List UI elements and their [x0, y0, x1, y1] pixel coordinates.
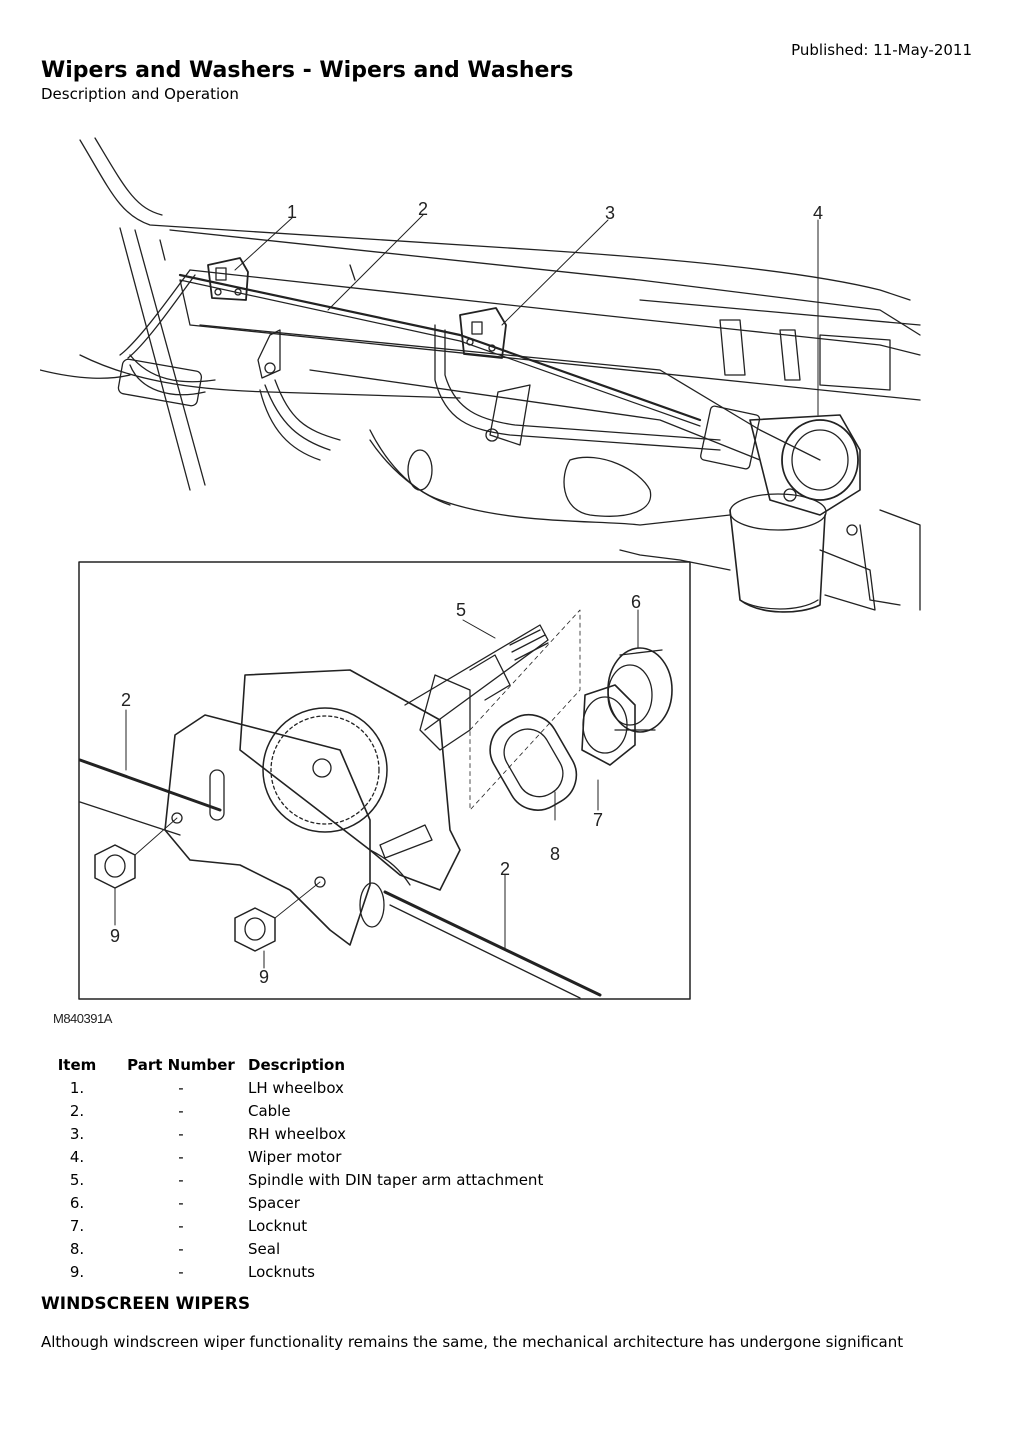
column-header-description: Description: [248, 1055, 346, 1074]
callout-label: 9: [110, 926, 120, 946]
description-cell: Spindle with DIN taper arm attachment: [248, 1170, 544, 1189]
part-cell: -: [178, 1239, 184, 1258]
wiring-harness: [117, 354, 731, 526]
item-cell: 5.: [69, 1170, 85, 1189]
description-cell: Cable: [248, 1101, 291, 1120]
figure-id: M840391A: [53, 1011, 112, 1026]
description-cell: Wiper motor: [248, 1147, 342, 1166]
table-row: 7. - Locknut: [40, 1214, 543, 1237]
description-cell: Locknut: [248, 1216, 308, 1235]
table-row: 3. - RH wheelbox: [40, 1122, 543, 1145]
item-cell: 4.: [69, 1147, 85, 1166]
column-header-item: Item: [57, 1055, 97, 1074]
table-row: 2. - Cable: [40, 1099, 543, 1122]
bulkhead-outline: [40, 137, 921, 611]
callout-label: 2: [418, 199, 428, 219]
table-row: 1. - LH wheelbox: [40, 1076, 543, 1099]
rh-wheelbox: [459, 307, 531, 446]
callout-label: 7: [593, 810, 603, 830]
part-cell: -: [178, 1124, 184, 1143]
description-cell: RH wheelbox: [248, 1124, 346, 1143]
item-cell: 8.: [69, 1239, 85, 1258]
callout-label: 9: [259, 967, 269, 987]
callout-label: 3: [605, 203, 615, 223]
wiper-motor: [700, 405, 876, 613]
callout-label: 1: [287, 202, 297, 222]
table-row: 5. - Spindle with DIN taper arm attachment: [40, 1168, 543, 1191]
part-cell: -: [178, 1193, 184, 1212]
item-cell: 6.: [69, 1193, 85, 1212]
item-cell: 7.: [69, 1216, 85, 1235]
bracket-left: [257, 329, 281, 379]
part-cell: -: [178, 1101, 184, 1120]
page-title: Wipers and Washers - Wipers and Washers: [41, 58, 574, 83]
description-cell: Seal: [248, 1239, 281, 1258]
part-cell: -: [178, 1147, 184, 1166]
table-row: 8. - Seal: [40, 1237, 543, 1260]
detail-inset: [78, 561, 691, 1000]
wiper-cable: [178, 273, 702, 427]
callouts: 1 2 3 4 5 6 2 7 8 2 9 9: [110, 199, 823, 987]
table-row: 6. - Spacer: [40, 1191, 543, 1214]
description-cell: LH wheelbox: [248, 1078, 344, 1097]
table-row: 4. - Wiper motor: [40, 1145, 543, 1168]
item-cell: 9.: [69, 1262, 85, 1281]
description-cell: Spacer: [248, 1193, 300, 1212]
part-cell: -: [178, 1170, 184, 1189]
page-subtitle: Description and Operation: [41, 85, 239, 103]
section-heading: WINDSCREEN WIPERS: [41, 1294, 251, 1314]
description-cell: Locknuts: [248, 1262, 315, 1281]
part-cell: -: [178, 1262, 184, 1281]
callout-label: 8: [550, 844, 560, 864]
item-cell: 1.: [69, 1078, 85, 1097]
table-row: 9. - Locknuts: [40, 1260, 543, 1283]
published-date: Published: 11-May-2011: [791, 41, 972, 59]
inset-detail: [78, 609, 673, 999]
callout-label: 5: [456, 600, 466, 620]
callout-label: 4: [813, 203, 823, 223]
column-header-part-number: Part Number: [127, 1055, 235, 1074]
lh-wheelbox: [119, 257, 249, 359]
leader-lines: [114, 214, 819, 969]
wiper-mechanism-diagram: 1 2 3 4 5 6 2 7 8 2 9 9 M840391A: [40, 130, 930, 1040]
section-body-text: Although windscreen wiper functionality …: [41, 1333, 904, 1351]
parts-table: Item Part Number Description 1. - LH wheel…: [40, 1053, 544, 1283]
callout-label: 2: [500, 859, 510, 879]
part-cell: -: [178, 1078, 184, 1097]
item-cell: 2.: [69, 1101, 85, 1120]
item-cell: 3.: [69, 1124, 85, 1143]
callout-label: 2: [121, 690, 131, 710]
table-header-row: Item Part Number Description: [40, 1053, 543, 1076]
callout-label: 6: [631, 592, 641, 612]
part-cell: -: [178, 1216, 184, 1235]
